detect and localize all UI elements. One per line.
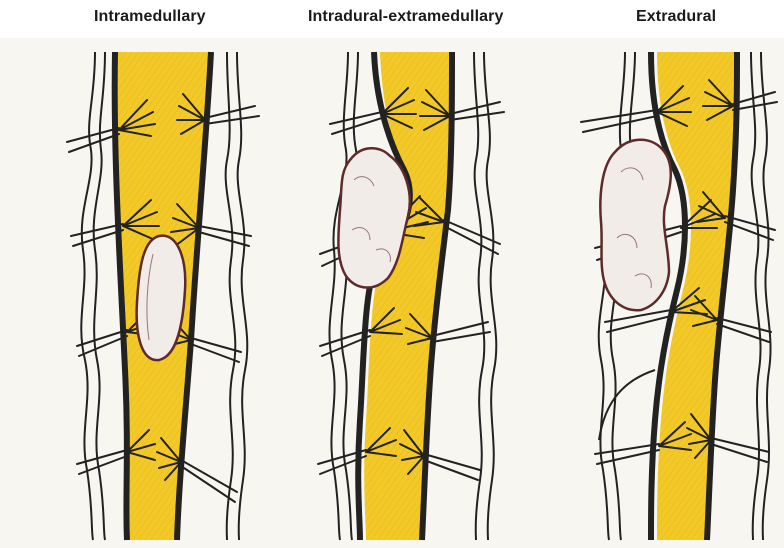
panel-intradural-extramedullary	[300, 40, 520, 545]
panel-extradural	[565, 40, 780, 545]
panel-title-extradural: Extradural	[636, 8, 716, 26]
extradural-tumor	[600, 140, 670, 311]
panel-intramedullary	[55, 40, 265, 545]
panel-title-intramedullary: Intramedullary	[94, 8, 206, 26]
panel-title-intradural-extramedullary: Intradural-extramedullary	[308, 8, 503, 26]
